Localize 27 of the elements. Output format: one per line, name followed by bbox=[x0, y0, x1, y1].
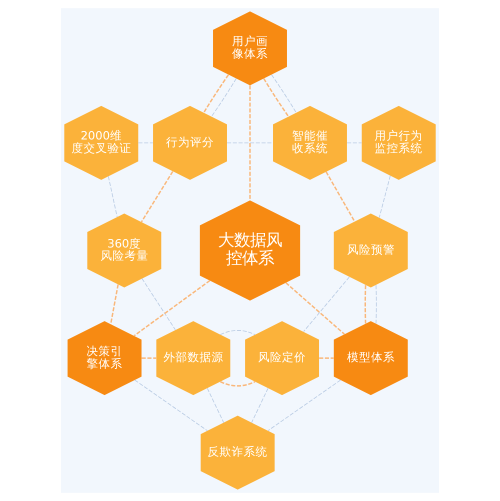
connector bbox=[226, 142, 274, 144]
connector bbox=[268, 380, 341, 432]
connector bbox=[263, 78, 289, 117]
connector bbox=[142, 357, 156, 359]
connector bbox=[325, 171, 356, 222]
connector bbox=[364, 285, 366, 324]
connector bbox=[220, 380, 256, 387]
connector bbox=[319, 357, 334, 359]
connector bbox=[140, 171, 174, 222]
connector bbox=[203, 74, 230, 113]
connector bbox=[134, 280, 210, 336]
connector bbox=[206, 388, 224, 424]
connector bbox=[108, 176, 118, 218]
connector bbox=[220, 330, 256, 336]
connector bbox=[285, 282, 345, 335]
connector bbox=[142, 278, 176, 330]
connector bbox=[249, 85, 251, 200]
connector bbox=[303, 276, 350, 332]
connector bbox=[346, 142, 362, 144]
connector bbox=[378, 175, 391, 218]
connector bbox=[138, 142, 154, 144]
connector bbox=[271, 74, 297, 113]
connector bbox=[251, 388, 268, 424]
connector bbox=[211, 78, 237, 117]
connector bbox=[376, 284, 377, 324]
connector bbox=[110, 284, 119, 324]
connector bbox=[134, 380, 208, 432]
